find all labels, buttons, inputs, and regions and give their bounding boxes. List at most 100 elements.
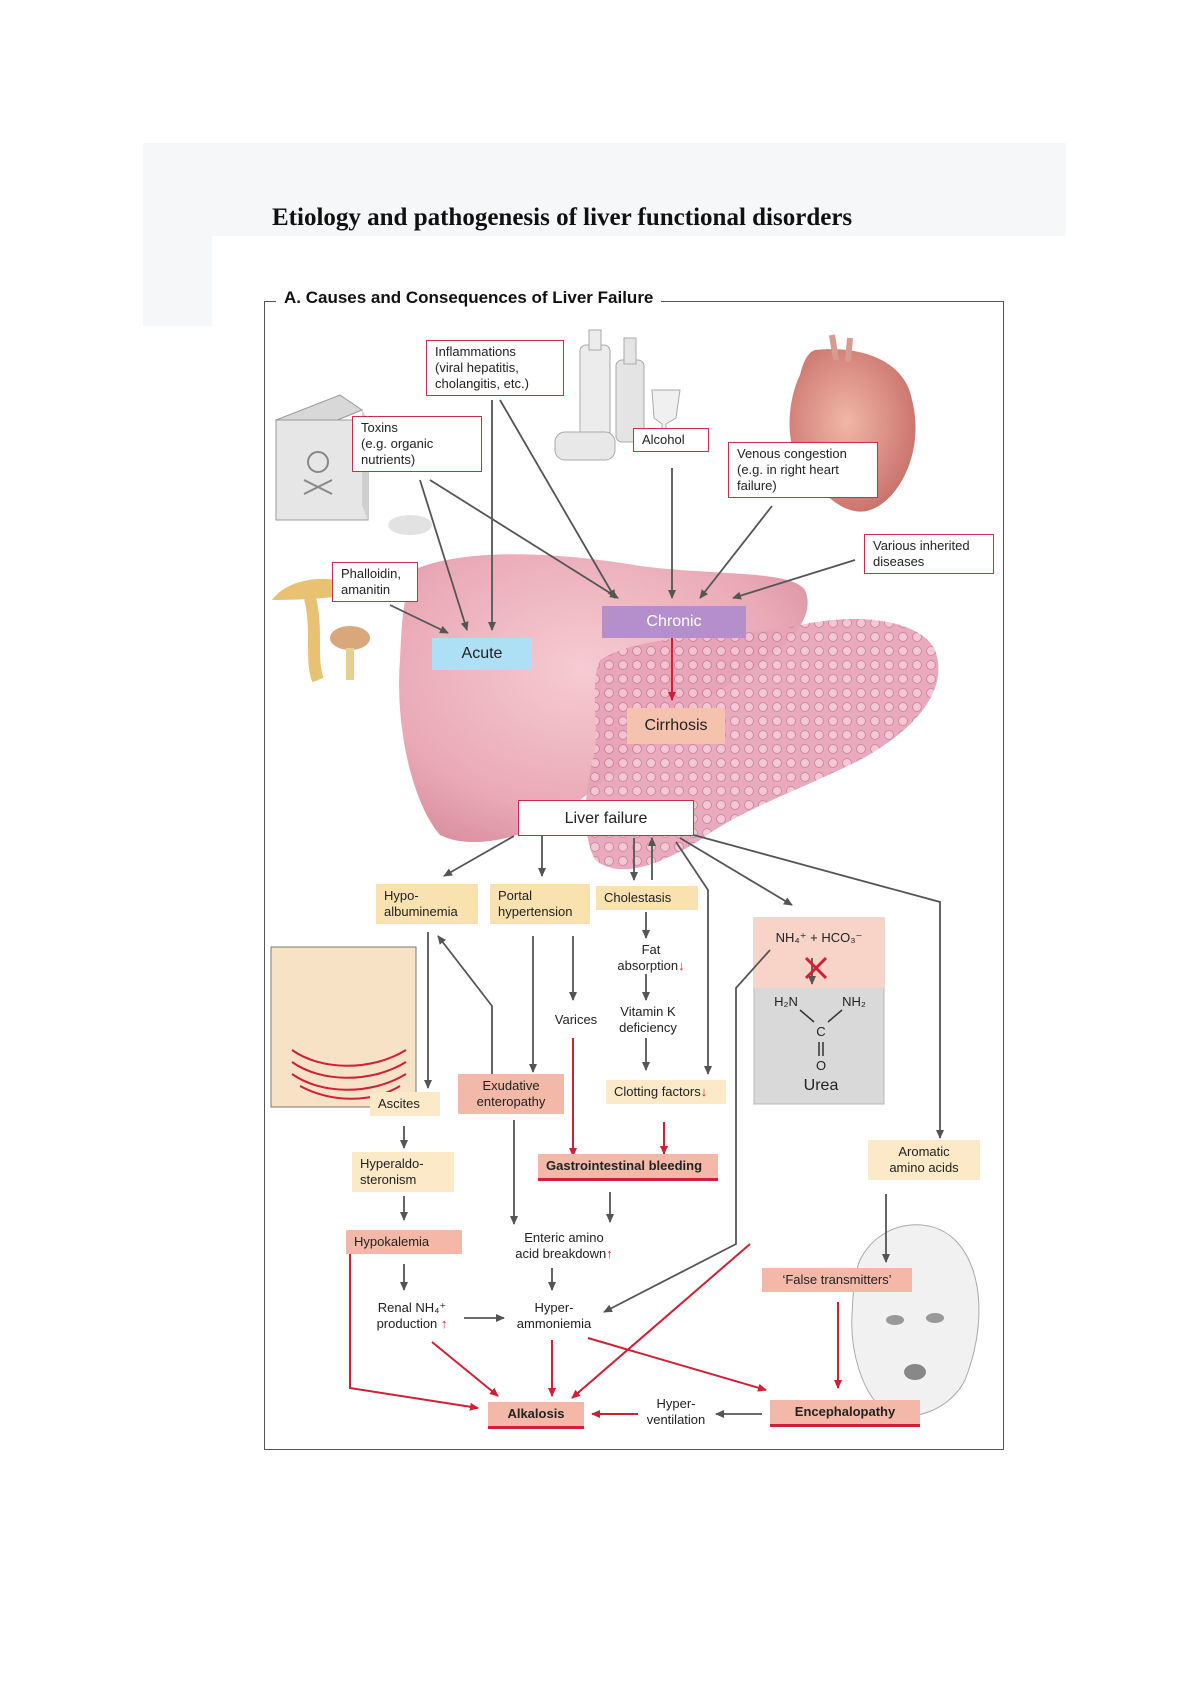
urea-carbon-label: C bbox=[816, 1024, 826, 1039]
aromatic-line-2: amino acids bbox=[889, 1160, 959, 1175]
hyperammonemia-line-1: Hyper- bbox=[534, 1300, 574, 1315]
liver-failure-label: Liver failure bbox=[564, 810, 648, 827]
inflammations-box: Inflammations (viral hepatitis, cholangi… bbox=[426, 340, 564, 396]
aromatic-amino-acids-box: Aromatic amino acids bbox=[868, 1140, 980, 1180]
toxins-line-1: Toxins bbox=[361, 420, 398, 435]
alkalosis-box: Alkalosis bbox=[488, 1402, 584, 1429]
hyperventilation-line-2: ventilation bbox=[646, 1412, 706, 1427]
inherited-line-1: Various inherited bbox=[873, 538, 970, 553]
red-arrows bbox=[349, 638, 842, 1418]
urea-bonds bbox=[799, 1009, 843, 1056]
increase-arrow-icon: ↑ bbox=[440, 1316, 448, 1331]
renal-production-label: Renal NH₄⁺ production ↑ bbox=[364, 1300, 460, 1332]
varices-text: Varices bbox=[554, 1012, 598, 1027]
hypoalbuminemia-line-2: albuminemia bbox=[384, 904, 458, 919]
vitamin-k-line-1: Vitamin K bbox=[620, 1004, 676, 1019]
acute-label: Acute bbox=[461, 645, 503, 662]
exudative-enteropathy-box: Exudative enteropathy bbox=[458, 1074, 564, 1114]
exudative-line-1: Exudative bbox=[482, 1078, 540, 1093]
inflammations-line-2: (viral hepatitis, bbox=[435, 360, 519, 375]
gi-bleeding-text: Gastrointestinal bleeding bbox=[546, 1158, 703, 1173]
encephalopathy-text: Encephalopathy bbox=[794, 1404, 896, 1419]
hyperaldosteronism-box: Hyperaldo- steronism bbox=[352, 1152, 454, 1192]
hyperammonemia-label: Hyper- ammoniemia bbox=[508, 1300, 600, 1332]
urea-oxygen-label: O bbox=[815, 1058, 827, 1073]
cause-arrows bbox=[389, 399, 856, 634]
ascites-box: Ascites bbox=[370, 1092, 440, 1116]
hypoalbuminemia-box: Hypo- albuminemia bbox=[376, 884, 478, 924]
gi-bleeding-box: Gastrointestinal bleeding bbox=[538, 1154, 718, 1181]
urea-nh2-label: NH₂ bbox=[842, 994, 866, 1009]
venous-line-2: (e.g. in right heart bbox=[737, 462, 839, 477]
page-title: Etiology and pathogenesis of liver funct… bbox=[272, 204, 853, 231]
encephalopathy-box: Encephalopathy bbox=[770, 1400, 920, 1427]
venous-line-1: Venous congestion bbox=[737, 446, 847, 461]
decrease-arrow-icon: ↓ bbox=[678, 958, 685, 973]
phalloidin-line-1: Phalloidin, bbox=[341, 566, 401, 581]
ascites-text: Ascites bbox=[378, 1096, 420, 1111]
clotting-factors-box: Clotting factors↓ bbox=[606, 1080, 726, 1104]
portal-hypertension-box: Portal hypertension bbox=[490, 884, 590, 924]
alcohol-label: Alcohol bbox=[642, 432, 685, 447]
fat-absorption-label: Fat absorption↓ bbox=[610, 942, 692, 974]
inherited-diseases-box: Various inherited diseases bbox=[864, 534, 994, 574]
hyperventilation-label: Hyper- ventilation bbox=[636, 1396, 716, 1428]
urea-h2n-label: H₂N bbox=[774, 994, 798, 1009]
urea-label: Urea bbox=[803, 1077, 839, 1094]
hyperammonemia-line-2: ammoniemia bbox=[516, 1316, 592, 1331]
toxins-line-2: (e.g. organic bbox=[361, 436, 434, 451]
inflammations-line-3: cholangitis, etc.) bbox=[435, 376, 529, 391]
venous-congestion-box: Venous congestion (e.g. in right heart f… bbox=[728, 442, 878, 498]
alcohol-box: Alcohol bbox=[633, 428, 709, 452]
urea-panel-background bbox=[753, 917, 885, 1105]
varices-label: Varices bbox=[548, 1012, 604, 1028]
aromatic-line-1: Aromatic bbox=[898, 1144, 950, 1159]
consequence-arrows bbox=[400, 833, 944, 1418]
decrease-arrow-icon: ↓ bbox=[700, 1084, 708, 1099]
inflammations-line-1: Inflammations bbox=[435, 344, 516, 359]
venous-line-3: failure) bbox=[737, 478, 777, 493]
phalloidin-line-2: amanitin bbox=[341, 582, 391, 597]
exudative-line-2: enteropathy bbox=[476, 1094, 546, 1109]
header-band-tab bbox=[143, 236, 212, 326]
blocked-reaction-x-icon bbox=[804, 956, 828, 980]
vitamin-k-label: Vitamin K deficiency bbox=[606, 1004, 690, 1036]
hypoalbuminemia-line-1: Hypo- bbox=[384, 888, 419, 903]
hypokalemia-text: Hypokalemia bbox=[354, 1234, 430, 1249]
toxins-box: Toxins (e.g. organic nutrients) bbox=[352, 416, 482, 472]
panel-title: A. Causes and Consequences of Liver Fail… bbox=[276, 288, 662, 308]
hyperaldo-line-1: Hyperaldo- bbox=[360, 1156, 424, 1171]
enteric-line-2: acid breakdown bbox=[515, 1246, 607, 1261]
patient-face-illustration bbox=[851, 1224, 980, 1417]
enteric-line-1: Enteric amino bbox=[524, 1230, 604, 1245]
vitamin-k-line-2: deficiency bbox=[619, 1020, 677, 1035]
bottles-illustration bbox=[554, 329, 681, 461]
liver-failure-box: Liver failure bbox=[518, 800, 694, 836]
portal-line-1: Portal bbox=[498, 888, 532, 903]
hypokalemia-box: Hypokalemia bbox=[346, 1230, 462, 1254]
urea-reaction-label: NH₄⁺ + HCO₃⁻ bbox=[775, 930, 863, 945]
false-transmitters-box: ‘False transmitters’ bbox=[762, 1268, 912, 1292]
enteric-breakdown-label: Enteric amino acid breakdown↑ bbox=[500, 1230, 628, 1262]
chronic-label: Chronic bbox=[646, 613, 702, 630]
alkalosis-text: Alkalosis bbox=[507, 1406, 565, 1421]
cholestasis-box: Cholestasis bbox=[596, 886, 698, 910]
cirrhosis-label: Cirrhosis bbox=[644, 717, 708, 734]
renal-line-1: Renal NH₄⁺ bbox=[377, 1300, 447, 1315]
chronic-box: Chronic bbox=[602, 606, 746, 638]
renal-line-2: production bbox=[376, 1316, 438, 1331]
hyperaldo-line-2: steronism bbox=[360, 1172, 417, 1187]
phalloidin-box: Phalloidin, amanitin bbox=[332, 562, 418, 602]
ascites-illustration bbox=[270, 946, 417, 1108]
header-band bbox=[143, 143, 1066, 236]
inherited-line-2: diseases bbox=[873, 554, 925, 569]
clotting-factors-text: Clotting factors bbox=[614, 1084, 701, 1099]
hyperventilation-line-1: Hyper- bbox=[656, 1396, 696, 1411]
fat-absorption-line-1: Fat bbox=[641, 942, 661, 957]
portal-line-2: hypertension bbox=[498, 904, 573, 919]
toxins-line-3: nutrients) bbox=[361, 452, 416, 467]
false-transmitters-text: ‘False transmitters’ bbox=[782, 1272, 892, 1287]
cirrhosis-box: Cirrhosis bbox=[627, 708, 725, 744]
cholestasis-label: Cholestasis bbox=[604, 890, 672, 905]
